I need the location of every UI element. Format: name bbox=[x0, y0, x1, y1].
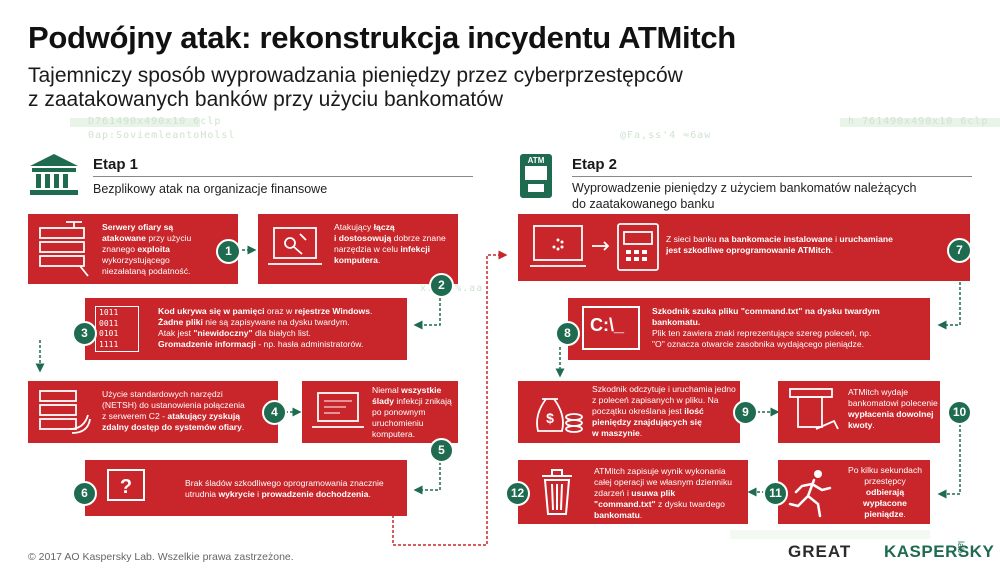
bg-code: @Fa,ss'4 ≈6aw bbox=[620, 130, 712, 141]
network-server-icon bbox=[39, 390, 91, 434]
step-text: Po kilku sekundach przestępcy odbierają … bbox=[847, 465, 923, 519]
step-box-10: ATMitch wydaje bankomatowi polecenie wyp… bbox=[778, 381, 940, 443]
great-logo: GREAT bbox=[788, 542, 852, 561]
step-text: Niemal wszystkie ślady infekcji znikają … bbox=[372, 385, 452, 439]
step-number-2: 2 bbox=[429, 273, 454, 298]
stage1-divider bbox=[93, 176, 473, 177]
step-text: Z sieci banku na bankomacie instalowane … bbox=[666, 234, 893, 255]
step-number-9: 9 bbox=[733, 400, 758, 425]
laptop-tools-icon bbox=[268, 227, 322, 265]
step-number-12: 12 bbox=[505, 481, 530, 506]
kaspersky-logo: KASPERSKY bbox=[884, 542, 995, 561]
step-box-9: $ Szkodnik odczytuje i uruchamia jedno z… bbox=[518, 381, 740, 443]
step-number-10: 10 bbox=[947, 400, 972, 425]
step-text: Szkodnik odczytuje i uruchamia jedno z p… bbox=[592, 384, 736, 438]
step-text: Użycie standardowych narzędzi (NETSH) do… bbox=[102, 389, 245, 432]
step-box-7: Z sieci banku na bankomacie instalowane … bbox=[518, 214, 970, 281]
step-text: ATMitch wydaje bankomatowi polecenie wyp… bbox=[848, 387, 938, 430]
step-number-6: 6 bbox=[72, 481, 97, 506]
step-box-4: Użycie standardowych narzędzi (NETSH) do… bbox=[28, 381, 278, 443]
stage2-divider bbox=[572, 176, 972, 177]
subtitle-line: Tajemniczy sposób wyprowadzania pieniędz… bbox=[28, 64, 683, 87]
stage2-desc-line: do zaatakowanego banku bbox=[572, 197, 715, 211]
bg-band bbox=[70, 118, 200, 127]
kaspersky-lab-logo: lab bbox=[956, 541, 966, 554]
step-box-5: Niemal wszystkie ślady infekcji znikają … bbox=[302, 381, 458, 443]
cash-dispenser-icon bbox=[789, 388, 839, 430]
page-subtitle: Tajemniczy sposób wyprowadzania pieniędz… bbox=[28, 64, 848, 112]
page-title: Podwójny atak: rekonstrukcja incydentu A… bbox=[28, 20, 736, 55]
question-mark-icon: ? bbox=[107, 469, 145, 501]
trash-bin-icon bbox=[542, 469, 572, 515]
step-number-11: 11 bbox=[763, 481, 788, 506]
step-box-12: ATMitch zapisuje wynik wykonania całej o… bbox=[518, 460, 748, 524]
step-number-3: 3 bbox=[72, 321, 97, 346]
command-prompt-icon: C:\_ bbox=[582, 306, 640, 350]
step-number-7: 7 bbox=[947, 238, 972, 263]
pc-to-atm-icon bbox=[530, 223, 659, 271]
bg-code: D761490x490x10 6clp bbox=[88, 116, 222, 127]
step-text: Atakujący łączą i dostosowują dobrze zna… bbox=[334, 222, 446, 265]
step-box-6: ? Brak śladów szkodliwego oprogramowania… bbox=[85, 460, 407, 516]
step-text: ATMitch zapisuje wynik wykonania całej o… bbox=[594, 466, 733, 520]
stage2-desc-line: Wyprowadzenie pieniędzy z użyciem bankom… bbox=[572, 181, 917, 195]
step-box-1: Serwery ofiary są atakowane przy użyciu … bbox=[28, 214, 238, 284]
step-number-5: 5 bbox=[429, 438, 454, 463]
laptop-icon bbox=[312, 392, 364, 428]
money-bag-icon: $ bbox=[536, 398, 583, 433]
step-box-3: 1011 0011 0101 1111 Kod ukrywa się w pam… bbox=[85, 298, 407, 360]
subtitle-line: z zaatakowanych banków przy użyciu banko… bbox=[28, 88, 504, 111]
step-box-8: C:\_ Szkodnik szuka pliku "command.txt" … bbox=[568, 298, 930, 360]
step-box-11: Po kilku sekundach przestępcy odbierają … bbox=[778, 460, 930, 524]
stage2-title: Etap 2 bbox=[572, 156, 618, 173]
step-number-4: 4 bbox=[262, 400, 287, 425]
stage2-desc: Wyprowadzenie pieniędzy z użyciem bankom… bbox=[572, 180, 917, 212]
binary-code-icon: 1011 0011 0101 1111 bbox=[95, 306, 139, 352]
step-text: Brak śladów szkodliwego oprogramowania z… bbox=[185, 478, 384, 499]
step-number-8: 8 bbox=[555, 321, 580, 346]
step-box-2: Atakujący łączą i dostosowują dobrze zna… bbox=[258, 214, 458, 284]
bg-band bbox=[730, 530, 930, 539]
step-text: Kod ukrywa się w pamięci oraz w rejestrz… bbox=[158, 306, 373, 349]
stage1-desc: Bezplikowy atak na organizacje finansowe bbox=[93, 182, 328, 196]
atm-label: ATM bbox=[528, 156, 545, 165]
bg-band bbox=[840, 118, 1000, 127]
step-text: Szkodnik szuka pliku "command.txt" na dy… bbox=[652, 306, 880, 349]
dollar-sign: $ bbox=[546, 410, 554, 426]
bg-code: 0ap:SoviemleantoHolsl bbox=[88, 130, 236, 141]
server-icon bbox=[39, 221, 89, 277]
bank-icon bbox=[30, 154, 78, 195]
step-number-1: 1 bbox=[216, 239, 241, 264]
atm-icon: ATM bbox=[520, 154, 552, 198]
running-man-icon bbox=[788, 470, 832, 518]
copyright: © 2017 AO Kaspersky Lab. Wszelkie prawa … bbox=[28, 551, 294, 563]
bg-code: h 761490x490x10 6clp bbox=[848, 116, 989, 127]
stage1-title: Etap 1 bbox=[93, 156, 139, 173]
step-text: Serwery ofiary są atakowane przy użyciu … bbox=[102, 222, 192, 276]
